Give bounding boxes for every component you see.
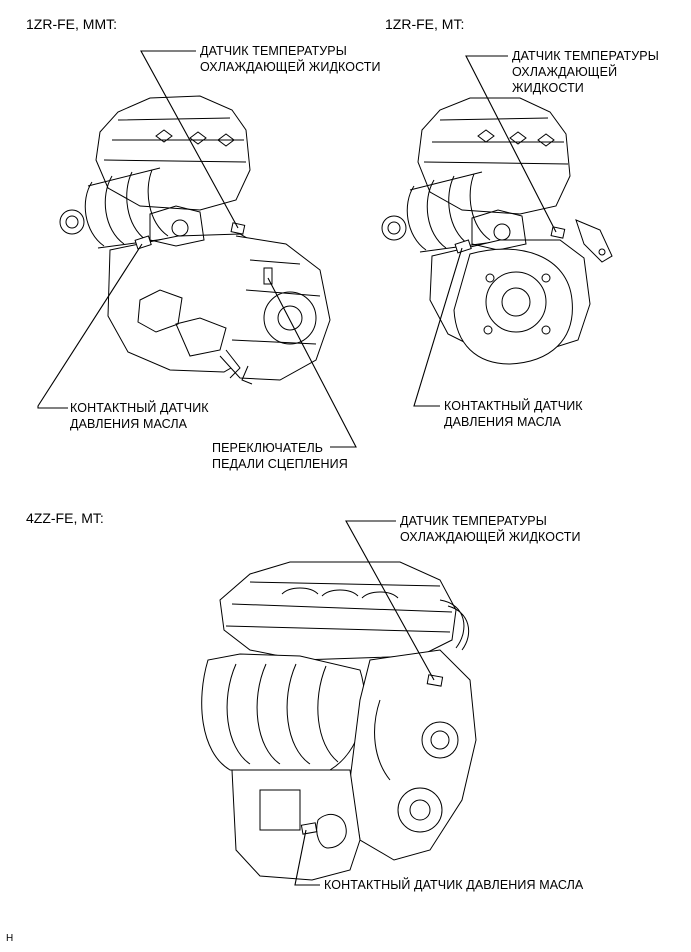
panel-2-oil-pressure-switch-label: КОНТАКТНЫЙ ДАТЧИК ДАВЛЕНИЯ МАСЛА xyxy=(444,399,583,429)
panel-1-coolant-sensor-label: ДАТЧИК ТЕМПЕРАТУРЫ ОХЛАЖДАЮЩЕЙ ЖИДКОСТИ xyxy=(200,44,381,74)
engine-1zr-fe-mt-drawing xyxy=(381,97,613,365)
panel-3-coolant-sensor-label: ДАТЧИК ТЕМПЕРАТУРЫ ОХЛАЖДАЮЩЕЙ ЖИДКОСТИ xyxy=(400,514,581,544)
panel-1-oil-pressure-switch-label: КОНТАКТНЫЙ ДАТЧИК ДАВЛЕНИЯ МАСЛА xyxy=(70,401,209,431)
leader-lines xyxy=(37,50,557,886)
panel-3-title: 4ZZ-FE, MT: xyxy=(26,510,104,526)
panel-1-title: 1ZR-FE, MMT: xyxy=(26,16,117,32)
panel-1-clutch-pedal-switch-label: ПЕРЕКЛЮЧАТЕЛЬ ПЕДАЛИ СЦЕПЛЕНИЯ xyxy=(212,441,348,471)
engine-4zz-fe-mt-drawing xyxy=(201,561,477,881)
panel-2-coolant-sensor-label: ДАТЧИК ТЕМПЕРАТУРЫ ОХЛАЖДАЮЩЕЙ ЖИДКОСТИ xyxy=(512,49,659,95)
footer-code: H xyxy=(6,933,14,944)
engine-1zr-fe-mmt-drawing xyxy=(59,95,331,385)
panel-3-oil-pressure-switch-label: КОНТАКТНЫЙ ДАТЧИК ДАВЛЕНИЯ МАСЛА xyxy=(324,878,584,892)
panel-2-title: 1ZR-FE, MT: xyxy=(385,16,465,32)
